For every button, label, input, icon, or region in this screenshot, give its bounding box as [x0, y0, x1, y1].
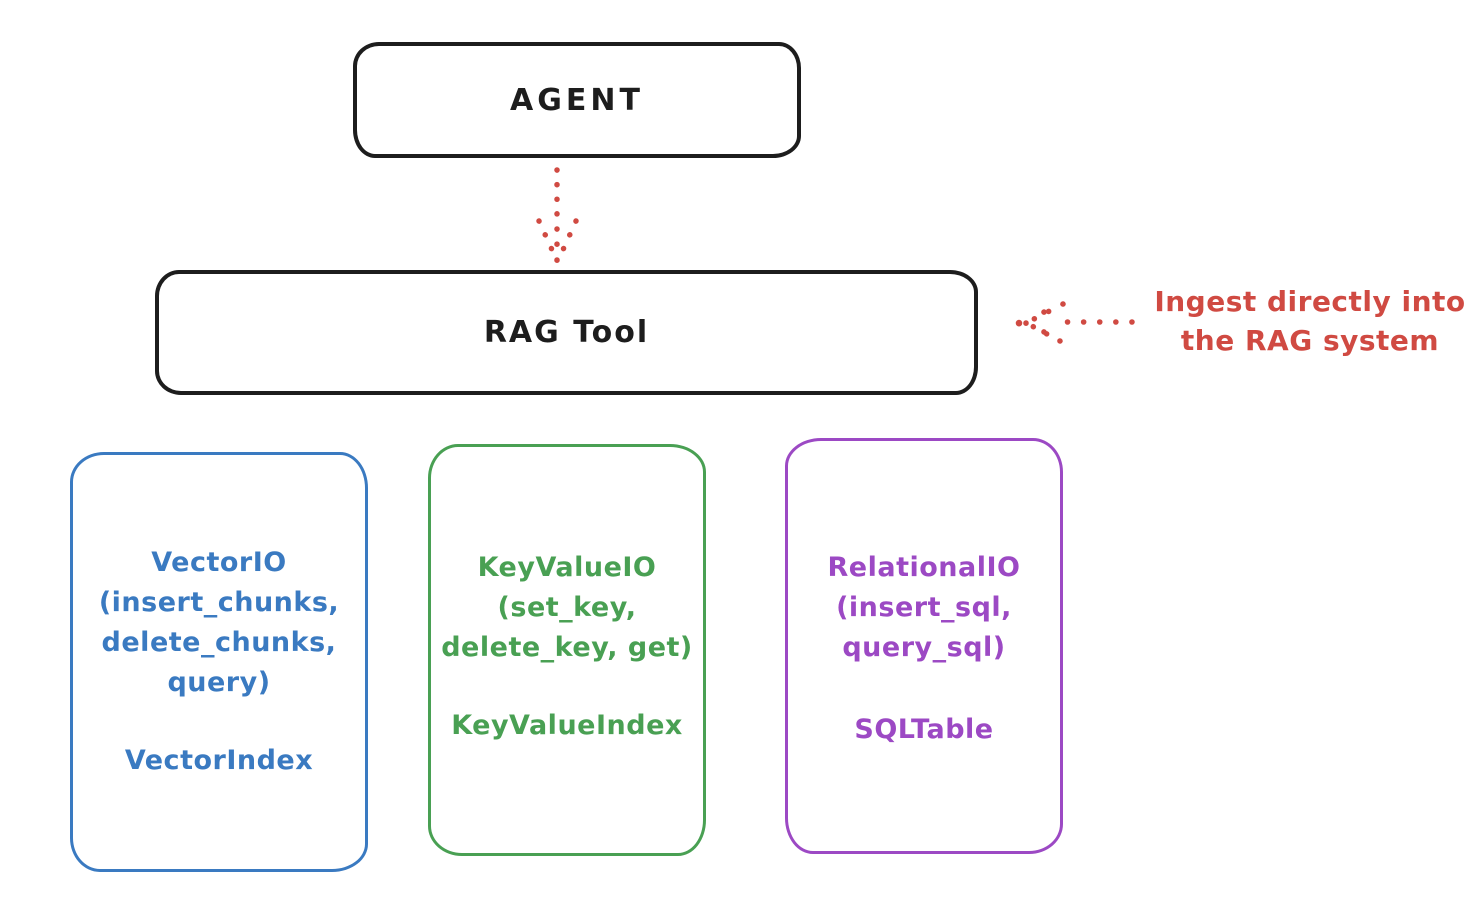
keyvalue-io-title: KeyValueIO [477, 552, 657, 583]
keyvalue-io-method-line-1: (set_key, [497, 592, 637, 623]
ingest-annotation: Ingest directly into the RAG system [1140, 282, 1480, 360]
vector-io-title: VectorIO [151, 547, 287, 578]
ingest-annotation-line-2: the RAG system [1180, 324, 1440, 357]
agent-node-label: AGENT [510, 82, 644, 118]
agent-node: AGENT [353, 42, 801, 158]
vector-io-method-line-3: query) [167, 667, 271, 698]
relational-io-title: RelationalIO [827, 552, 1021, 583]
vector-io-node: VectorIO (insert_chunks, delete_chunks, … [70, 452, 368, 872]
relational-io-method-line-1: (insert_sql, [836, 592, 1012, 623]
keyvalue-index-label: KeyValueIndex [451, 710, 683, 741]
relational-io-method-line-2: query_sql) [842, 632, 1006, 663]
ingest-annotation-dotted-arrow-icon [1015, 301, 1135, 344]
sql-table-label: SQLTable [854, 714, 994, 745]
keyvalue-io-node: KeyValueIO (set_key, delete_key, get) Ke… [428, 444, 706, 856]
rag-tool-node-label: RAG Tool [483, 315, 650, 350]
vector-io-method-line-1: (insert_chunks, [98, 587, 340, 618]
vector-io-method-line-2: delete_chunks, [101, 627, 337, 658]
keyvalue-io-method-line-2: delete_key, get) [441, 632, 693, 663]
rag-tool-node: RAG Tool [155, 270, 978, 395]
relational-io-node: RelationalIO (insert_sql, query_sql) SQL… [785, 438, 1063, 854]
vector-index-label: VectorIndex [124, 745, 314, 776]
ingest-annotation-line-1: Ingest directly into [1154, 285, 1466, 318]
agent-to-ragtool-dotted-arrow-icon [536, 167, 579, 263]
